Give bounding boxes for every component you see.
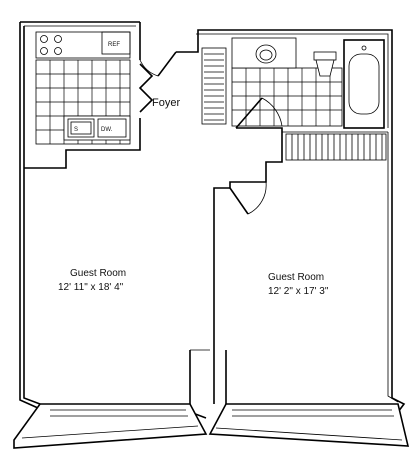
- windows-bottom: [13, 403, 410, 449]
- room-1-name: Guest Room: [70, 268, 126, 279]
- bath-sink-icon: [231, 37, 297, 69]
- room-2-dimensions: 12' 2" x 17' 3": [268, 286, 329, 297]
- closet-shelving: [285, 133, 387, 161]
- stove-icon: [40, 35, 62, 55]
- sink-icon: [67, 118, 95, 138]
- sink-label: S: [74, 127, 78, 133]
- bathroom: [201, 37, 385, 129]
- refrigerator-label: REF: [108, 42, 120, 48]
- foyer-doors: [138, 51, 177, 113]
- vent-column: [201, 47, 227, 125]
- refrigerator-icon: [101, 31, 131, 55]
- dishwasher-label: DW.: [101, 127, 113, 133]
- room-1-dimensions: 12' 11" x 18' 4": [58, 282, 124, 293]
- toilet-icon: [313, 51, 337, 77]
- dishwasher-icon: [97, 118, 127, 138]
- room-2-name: Guest Room: [268, 272, 324, 283]
- kitchen: REF S DW.: [35, 31, 131, 145]
- foyer-label: Foyer: [152, 97, 180, 109]
- guest-room-door: [229, 181, 267, 215]
- bath-tile-floor: [231, 67, 343, 127]
- bathtub-icon: [343, 39, 385, 129]
